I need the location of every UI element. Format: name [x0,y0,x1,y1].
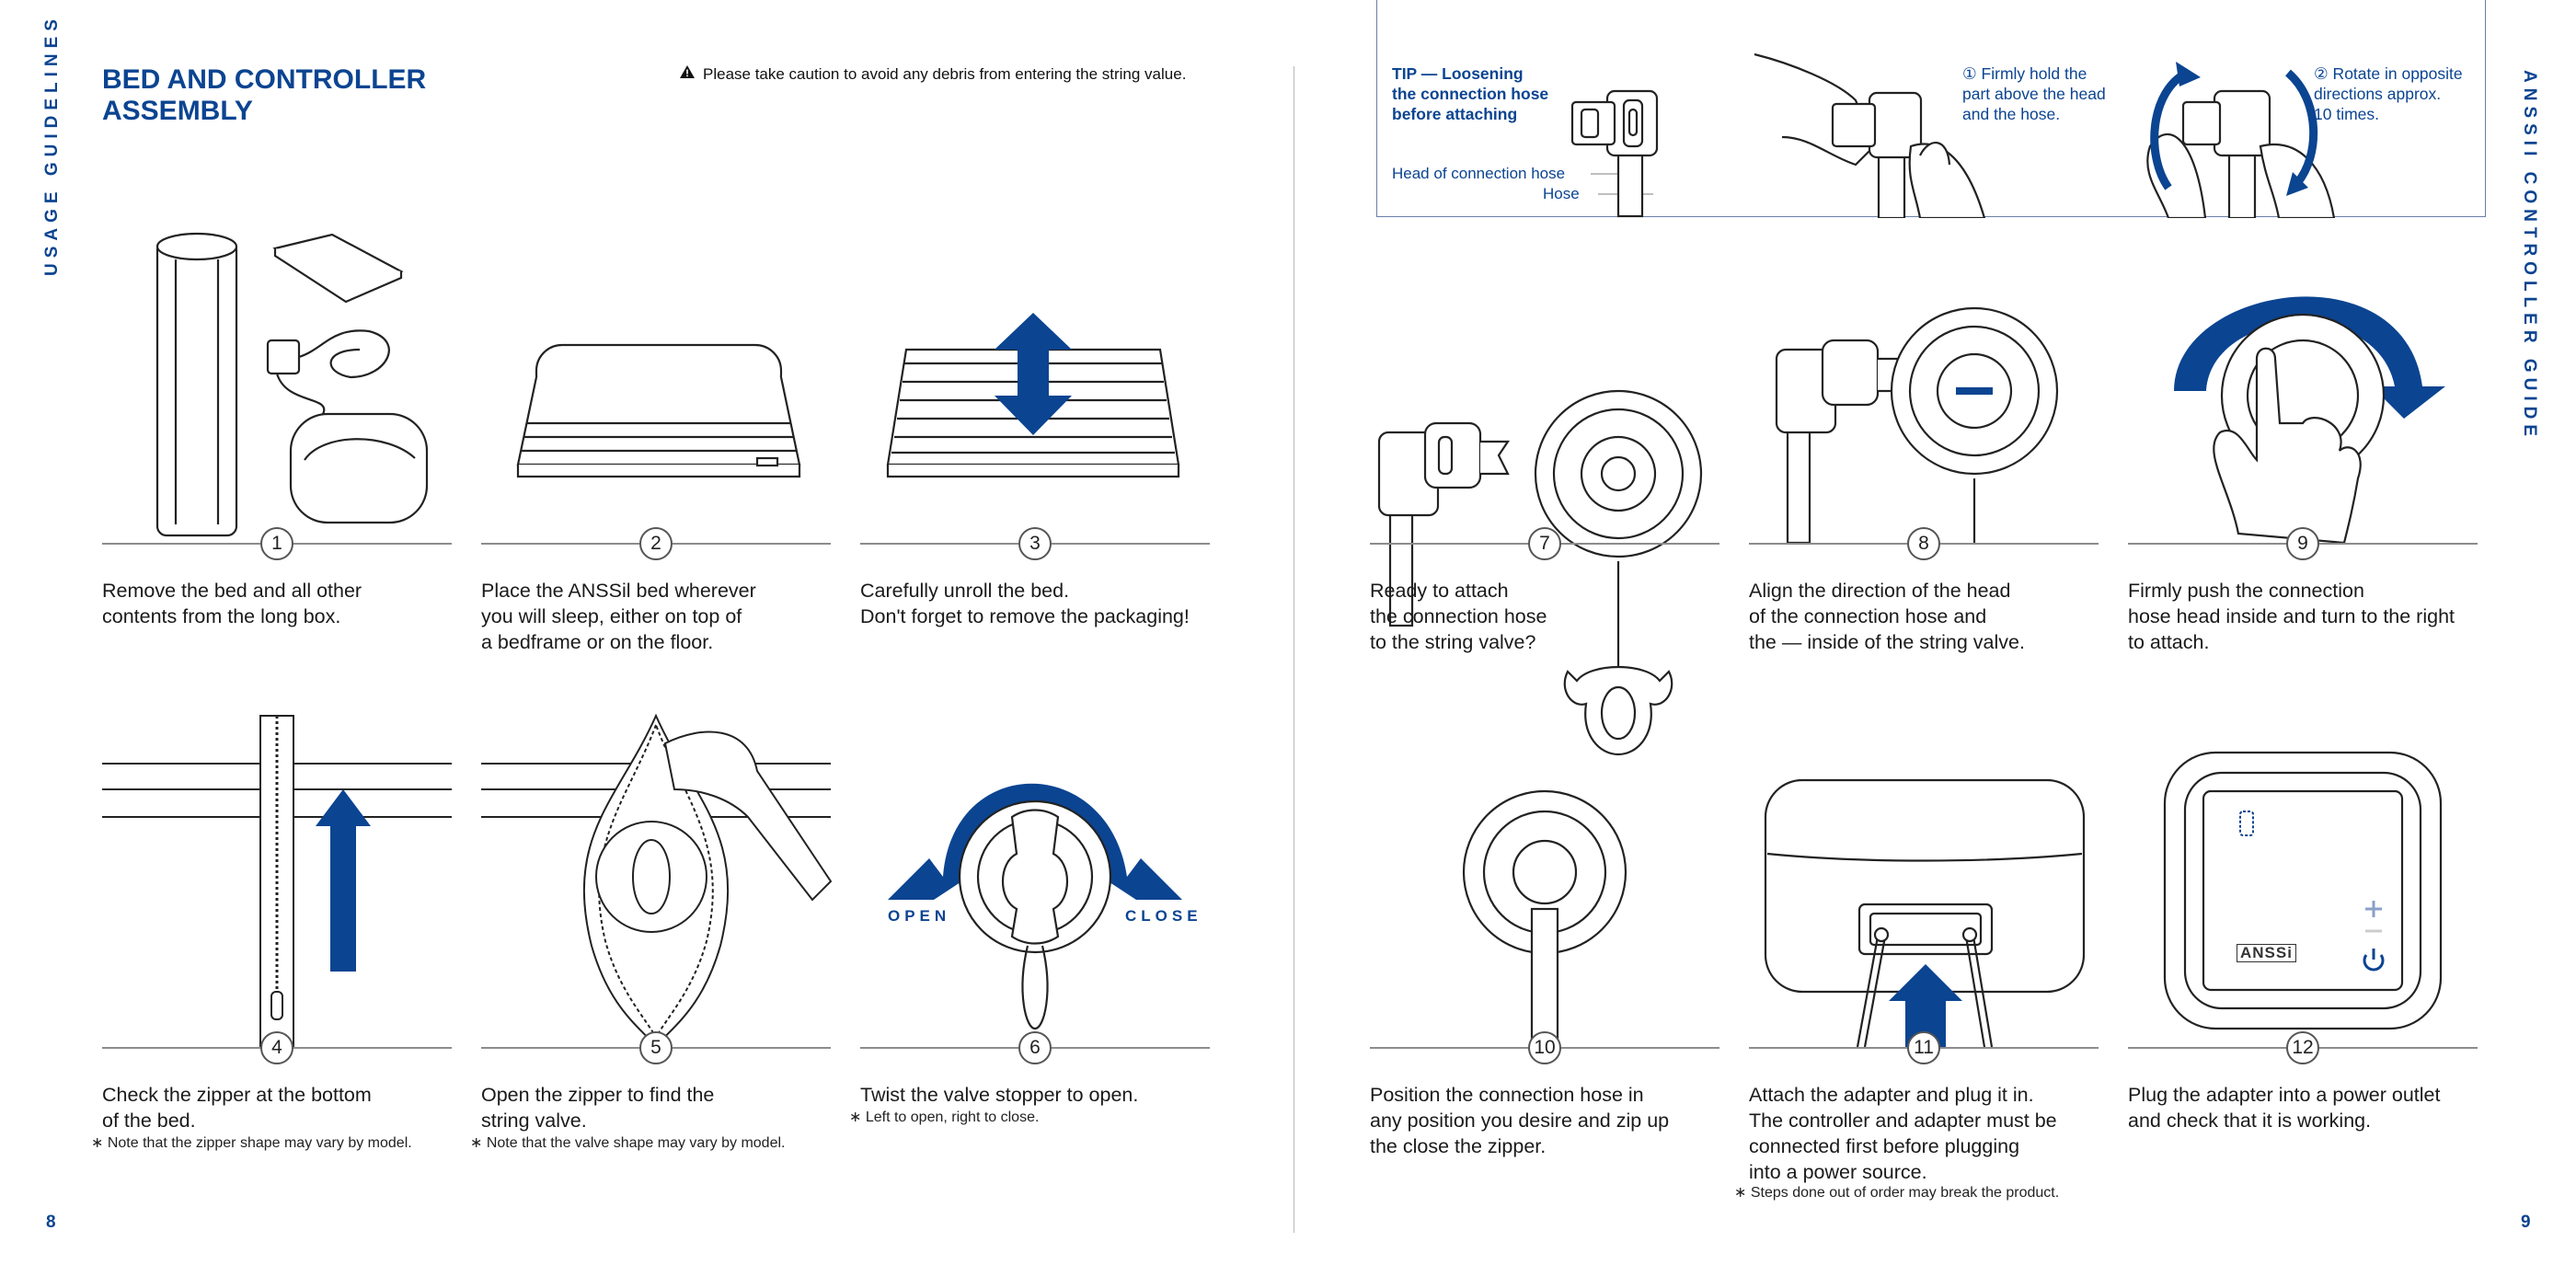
step-4-number: 4 [260,1031,293,1064]
step-12-number: 12 [2286,1031,2319,1064]
step-8-text: Align the direction of the head of the c… [1749,580,2025,653]
up-arrow-icon [1889,964,1962,1047]
power-icon [2363,949,2385,972]
box-contents-illustration [155,232,429,537]
step-9-text: Firmly push the connection hose head ins… [2128,580,2455,653]
step-10-number: 10 [1528,1031,1561,1064]
twist-valve-illustration [888,783,1182,1030]
step-5-text: Open the zipper to find the string valve… [481,1084,715,1132]
push-and-turn-illustration [2174,296,2445,545]
side-label-usage-guidelines: USAGE GUIDELINES [42,14,62,276]
step-6-note: ∗ Left to open, right to close. [849,1110,1040,1125]
step-1-number: 1 [260,527,293,560]
step-1-text: Remove the bed and all other contents fr… [102,580,362,627]
side-label-controller-guide: ANSSII CONTROLLER GUIDE [2520,70,2539,443]
step-2-number: 2 [639,527,673,560]
rotate-arrow-right-icon [2284,69,2318,186]
tip-step-1: ① Firmly hold the part above the head an… [1962,64,2106,123]
rolled-bed-illustration [516,343,801,478]
step-10-text: Position the connection hose in any posi… [1370,1084,1670,1157]
tip-title: TIP — Loosening the connection hose befo… [1392,64,1549,123]
step-7-text: Ready to attach the connection hose to t… [1370,580,1547,653]
step-2-text: Place the ANSSil bed wherever you will s… [481,580,756,653]
step-11-text: Attach the adapter and plug it in. The c… [1749,1084,2057,1183]
valve-open-label: OPEN [888,907,951,925]
tip-box: TIP — Loosening the connection hose befo… [1376,0,2486,218]
warning-icon [679,64,696,84]
caution-note: Please take caution to avoid any debris … [679,64,1186,84]
hose-and-valve-illustration [1377,389,1703,756]
hose-connector-illustration [1570,89,1659,218]
controller-logo: ANSSi [2237,944,2296,962]
plus-icon [2365,901,2382,917]
step-9-number: 9 [2286,527,2319,560]
step-4-text: Check the zipper at the bottom of the be… [102,1084,372,1132]
controller-adapter-illustration [1764,778,2086,1048]
align-hose-illustration [1775,306,2059,545]
step-12-text: Plug the adapter into a power outlet and… [2128,1084,2441,1132]
tip-illustrations [1570,52,2336,218]
open-zipper-illustration [481,713,833,1049]
tip-step-2: ② Rotate in opposite directions approx. … [2314,64,2463,123]
step-4-note: ∗ Note that the zipper shape may vary by… [91,1135,412,1151]
controller-power-illustration [2163,751,2443,1030]
up-arrow-icon [316,789,371,972]
step-11-number: 11 [1907,1031,1940,1064]
up-down-arrow-icon [995,313,1072,435]
step-6-text: Twist the valve stopper to open. [860,1084,1139,1106]
unroll-bed-illustration [886,313,1180,478]
step-11-note: ∗ Steps done out of order may break the … [1734,1185,2060,1201]
step-5-number: 5 [639,1031,673,1064]
page-number-left: 8 [46,1213,56,1232]
tip-label-hose: Hose [1543,185,1580,202]
rotate-arrow-left-icon [2150,68,2190,190]
step-8-number: 8 [1907,527,1940,560]
page-number-right: 9 [2521,1213,2531,1232]
zipper-illustration [102,715,452,1048]
step-3-number: 3 [1018,527,1052,560]
page-title: BED AND CONTROLLER ASSEMBLY [102,64,427,126]
attached-hose-illustration [1462,789,1627,1049]
step-3-text: Carefully unroll the bed. Don't forget t… [860,580,1190,627]
caution-text: Please take caution to avoid any debris … [703,65,1187,83]
step-6-number: 6 [1018,1031,1052,1064]
step-5-note: ∗ Note that the valve shape may vary by … [470,1135,786,1151]
step-7-number: 7 [1528,527,1561,560]
rotate-illustration [2146,89,2336,218]
valve-close-label: CLOSE [1125,907,1202,925]
hand-hold-illustration [1754,52,1986,218]
tip-label-head: Head of connection hose [1392,165,1566,182]
